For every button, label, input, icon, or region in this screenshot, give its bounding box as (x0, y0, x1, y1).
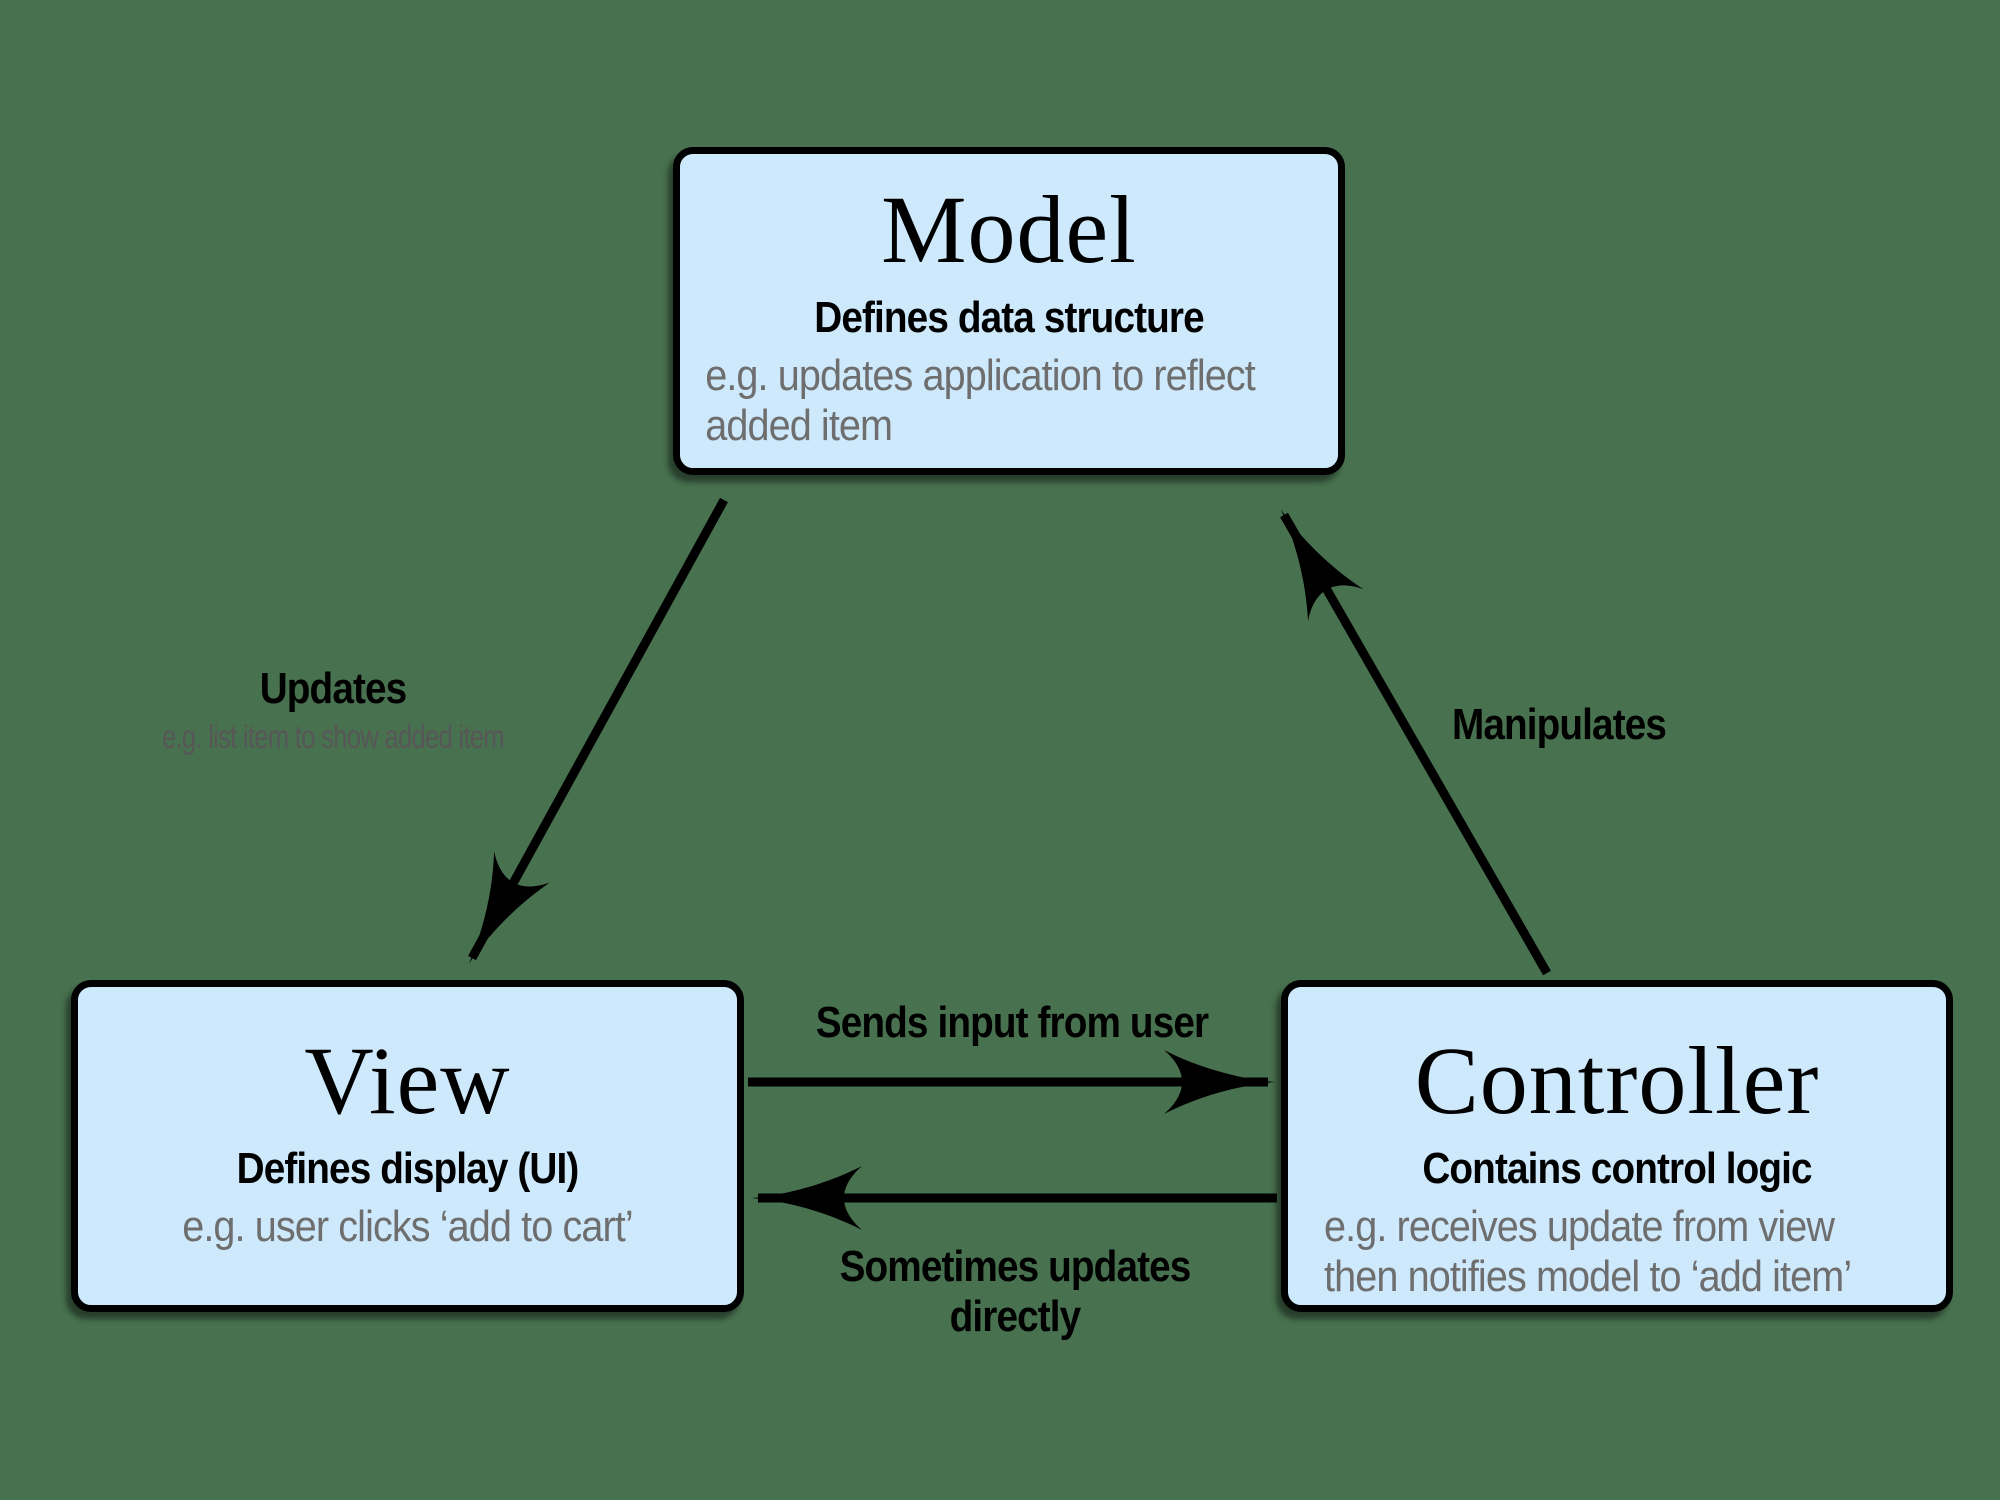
model-box: Model Defines data structure e.g. update… (673, 147, 1345, 475)
view-subtitle: Defines display (UI) (236, 1143, 580, 1193)
model-subtitle: Defines data structure (814, 292, 1204, 342)
updates-label: Updates e.g. list item to show added ite… (83, 664, 583, 756)
controller-example-line2: then notifies model to ‘add item’ (1324, 1252, 1852, 1302)
model-example-line2: added item (705, 401, 893, 451)
view-example-line1: e.g. user clicks ‘add to cart’ (182, 1201, 634, 1251)
sometimes-updates-label-text: Sometimes updates directly (839, 1242, 1192, 1341)
model-example-line1: e.g. updates application to reflect (705, 350, 1256, 400)
view-title: View (304, 1027, 511, 1134)
updates-label-text: Updates (259, 664, 407, 713)
arrow-model-to-view (468, 497, 728, 964)
model-title: Model (881, 176, 1137, 283)
manipulates-label-text: Manipulates (1451, 700, 1667, 749)
sends-input-label-text: Sends input from user (815, 998, 1209, 1047)
view-box: View Defines display (UI) e.g. user clic… (71, 980, 744, 1312)
sends-input-label: Sends input from user (762, 998, 1262, 1048)
controller-example: e.g. receives update from view then noti… (1288, 1202, 1880, 1303)
manipulates-label: Manipulates (1309, 700, 1809, 750)
controller-box: Controller Contains control logic e.g. r… (1281, 980, 1953, 1312)
controller-example-line1: e.g. receives update from view (1324, 1201, 1835, 1251)
view-example: e.g. user clicks ‘add to cart’ (111, 1202, 704, 1253)
updates-label-subtext: e.g. list item to show added item (162, 718, 505, 755)
controller-title: Controller (1414, 1027, 1820, 1134)
sometimes-updates-label: Sometimes updates directly (765, 1242, 1265, 1342)
model-example: e.g. updates application to reflect adde… (680, 351, 1272, 452)
arrow-controller-to-model (1280, 509, 1551, 976)
controller-subtitle: Contains control logic (1422, 1143, 1812, 1193)
